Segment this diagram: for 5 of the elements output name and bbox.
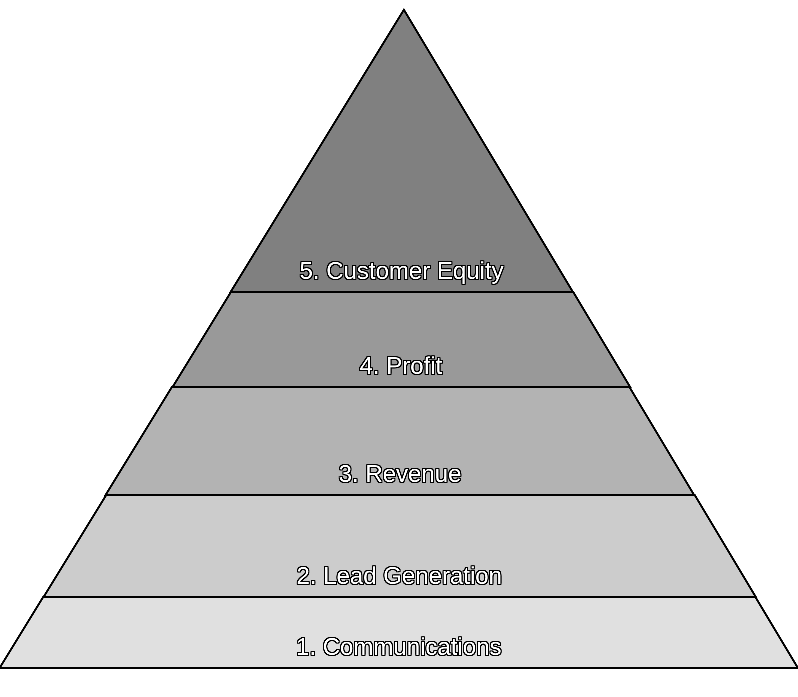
tier-label: 2. Lead Generation [296,563,502,591]
tier-label: 3. Revenue [338,461,462,489]
tier-label: 1. Communications [296,634,502,662]
tier-label: 4. Profit [360,353,442,381]
tier-label: 5. Customer Equity [300,258,504,286]
